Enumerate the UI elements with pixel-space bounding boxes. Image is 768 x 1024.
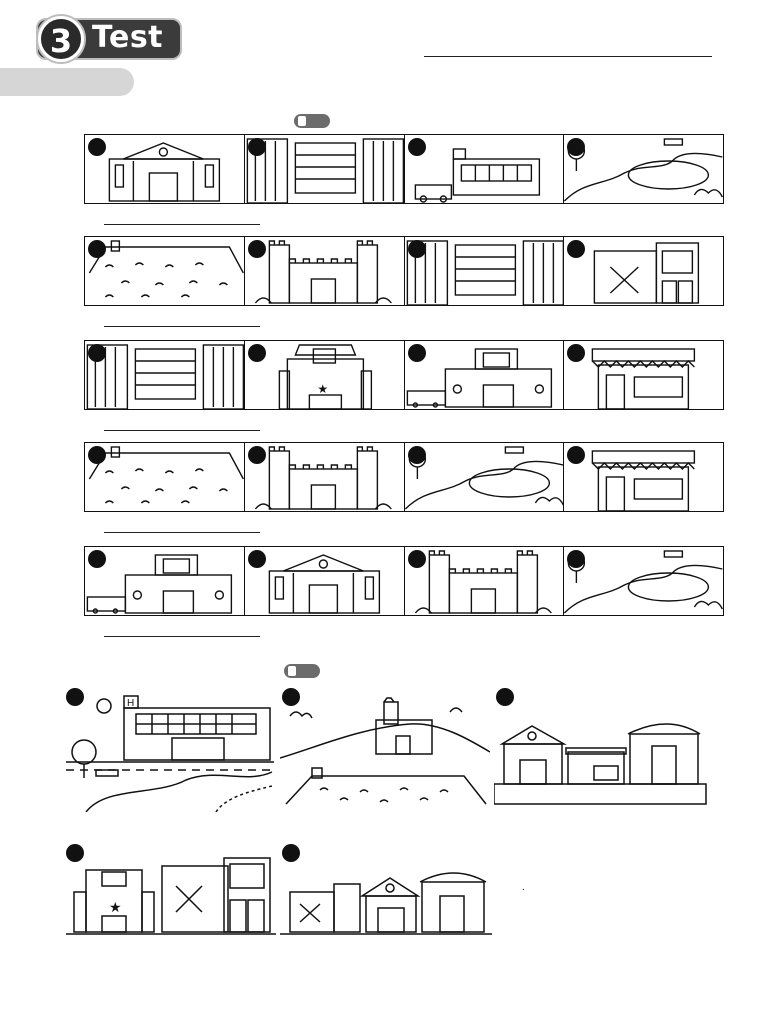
choice-number-dot bbox=[567, 138, 586, 156]
choice-park[interactable] bbox=[563, 135, 723, 203]
stray-mark: . bbox=[522, 882, 525, 893]
answer-line-4[interactable] bbox=[104, 532, 260, 533]
audio-speaker-icon[interactable] bbox=[294, 114, 330, 128]
answer-line-3[interactable] bbox=[104, 430, 260, 431]
choice-number-dot bbox=[88, 344, 106, 362]
choice-hospital[interactable] bbox=[403, 135, 564, 203]
exercise-1-row-4 bbox=[84, 442, 724, 512]
picture-1-number-dot bbox=[66, 688, 84, 706]
picture-3-town-hall-shop-museum bbox=[494, 686, 708, 808]
choice-cinema[interactable]: ★ bbox=[243, 341, 404, 409]
choice-park[interactable] bbox=[403, 443, 564, 511]
picture-5-number-dot bbox=[282, 844, 300, 862]
svg-text:H: H bbox=[127, 698, 134, 709]
unit-number: 3 bbox=[38, 16, 84, 62]
choice-swimming-pool[interactable] bbox=[85, 237, 244, 305]
exercise-1-row-5 bbox=[84, 546, 724, 616]
choice-number-dot bbox=[567, 344, 586, 362]
name-answer-line[interactable] bbox=[424, 56, 712, 57]
answer-line-1[interactable] bbox=[104, 224, 260, 225]
choice-number-dot bbox=[247, 240, 266, 258]
picture-4-cinema-restaurant: ★ bbox=[66, 842, 276, 938]
picture-5-restaurant-town-hall-museum bbox=[280, 842, 492, 938]
choice-number-dot bbox=[567, 446, 586, 464]
choice-shop[interactable] bbox=[563, 443, 723, 511]
choice-castle[interactable] bbox=[243, 237, 404, 305]
picture-3-number-dot bbox=[496, 688, 514, 706]
choice-number-dot bbox=[567, 240, 586, 258]
picture-2-number-dot bbox=[282, 688, 300, 706]
choice-number-dot bbox=[247, 138, 266, 156]
picture-1-hospital-park: H bbox=[66, 686, 274, 812]
choice-train-station[interactable] bbox=[403, 341, 564, 409]
section-tab bbox=[0, 68, 134, 96]
exercise-1-row-1 bbox=[84, 134, 724, 204]
svg-text:★: ★ bbox=[109, 899, 122, 915]
choice-town-hall[interactable] bbox=[85, 135, 244, 203]
choice-castle[interactable] bbox=[243, 443, 404, 511]
choice-number-dot bbox=[247, 550, 266, 568]
choice-number-dot bbox=[247, 344, 266, 362]
choice-train-station[interactable] bbox=[85, 547, 244, 615]
audio-speaker-icon-2[interactable] bbox=[284, 664, 320, 678]
choice-number-dot bbox=[88, 550, 106, 568]
exercise-1-row-2 bbox=[84, 236, 724, 306]
choice-number-dot bbox=[88, 138, 106, 156]
choice-number-dot bbox=[247, 446, 266, 464]
choice-castle[interactable] bbox=[403, 547, 564, 615]
choice-town-hall[interactable] bbox=[243, 547, 404, 615]
choice-park[interactable] bbox=[563, 547, 723, 615]
choice-number-dot bbox=[407, 446, 426, 464]
choice-shop[interactable] bbox=[563, 341, 723, 409]
choice-number-dot bbox=[407, 138, 426, 156]
answer-line-5[interactable] bbox=[104, 636, 260, 637]
choice-library[interactable] bbox=[403, 237, 564, 305]
answer-line-2[interactable] bbox=[104, 326, 260, 327]
choice-library[interactable] bbox=[85, 341, 244, 409]
choice-number-dot bbox=[407, 240, 426, 258]
svg-text:★: ★ bbox=[317, 382, 328, 396]
choice-number-dot bbox=[407, 344, 426, 362]
choice-number-dot bbox=[407, 550, 426, 568]
choice-number-dot bbox=[567, 550, 586, 568]
choice-swimming-pool[interactable] bbox=[85, 443, 244, 511]
picture-4-number-dot bbox=[66, 844, 84, 862]
test-title: Test bbox=[92, 20, 164, 55]
choice-number-dot bbox=[88, 240, 106, 258]
choice-restaurant[interactable] bbox=[563, 237, 723, 305]
picture-2-castle-pool bbox=[280, 686, 490, 812]
choice-number-dot bbox=[88, 446, 106, 464]
choice-library[interactable] bbox=[243, 135, 404, 203]
exercise-1-row-3: ★ bbox=[84, 340, 724, 410]
